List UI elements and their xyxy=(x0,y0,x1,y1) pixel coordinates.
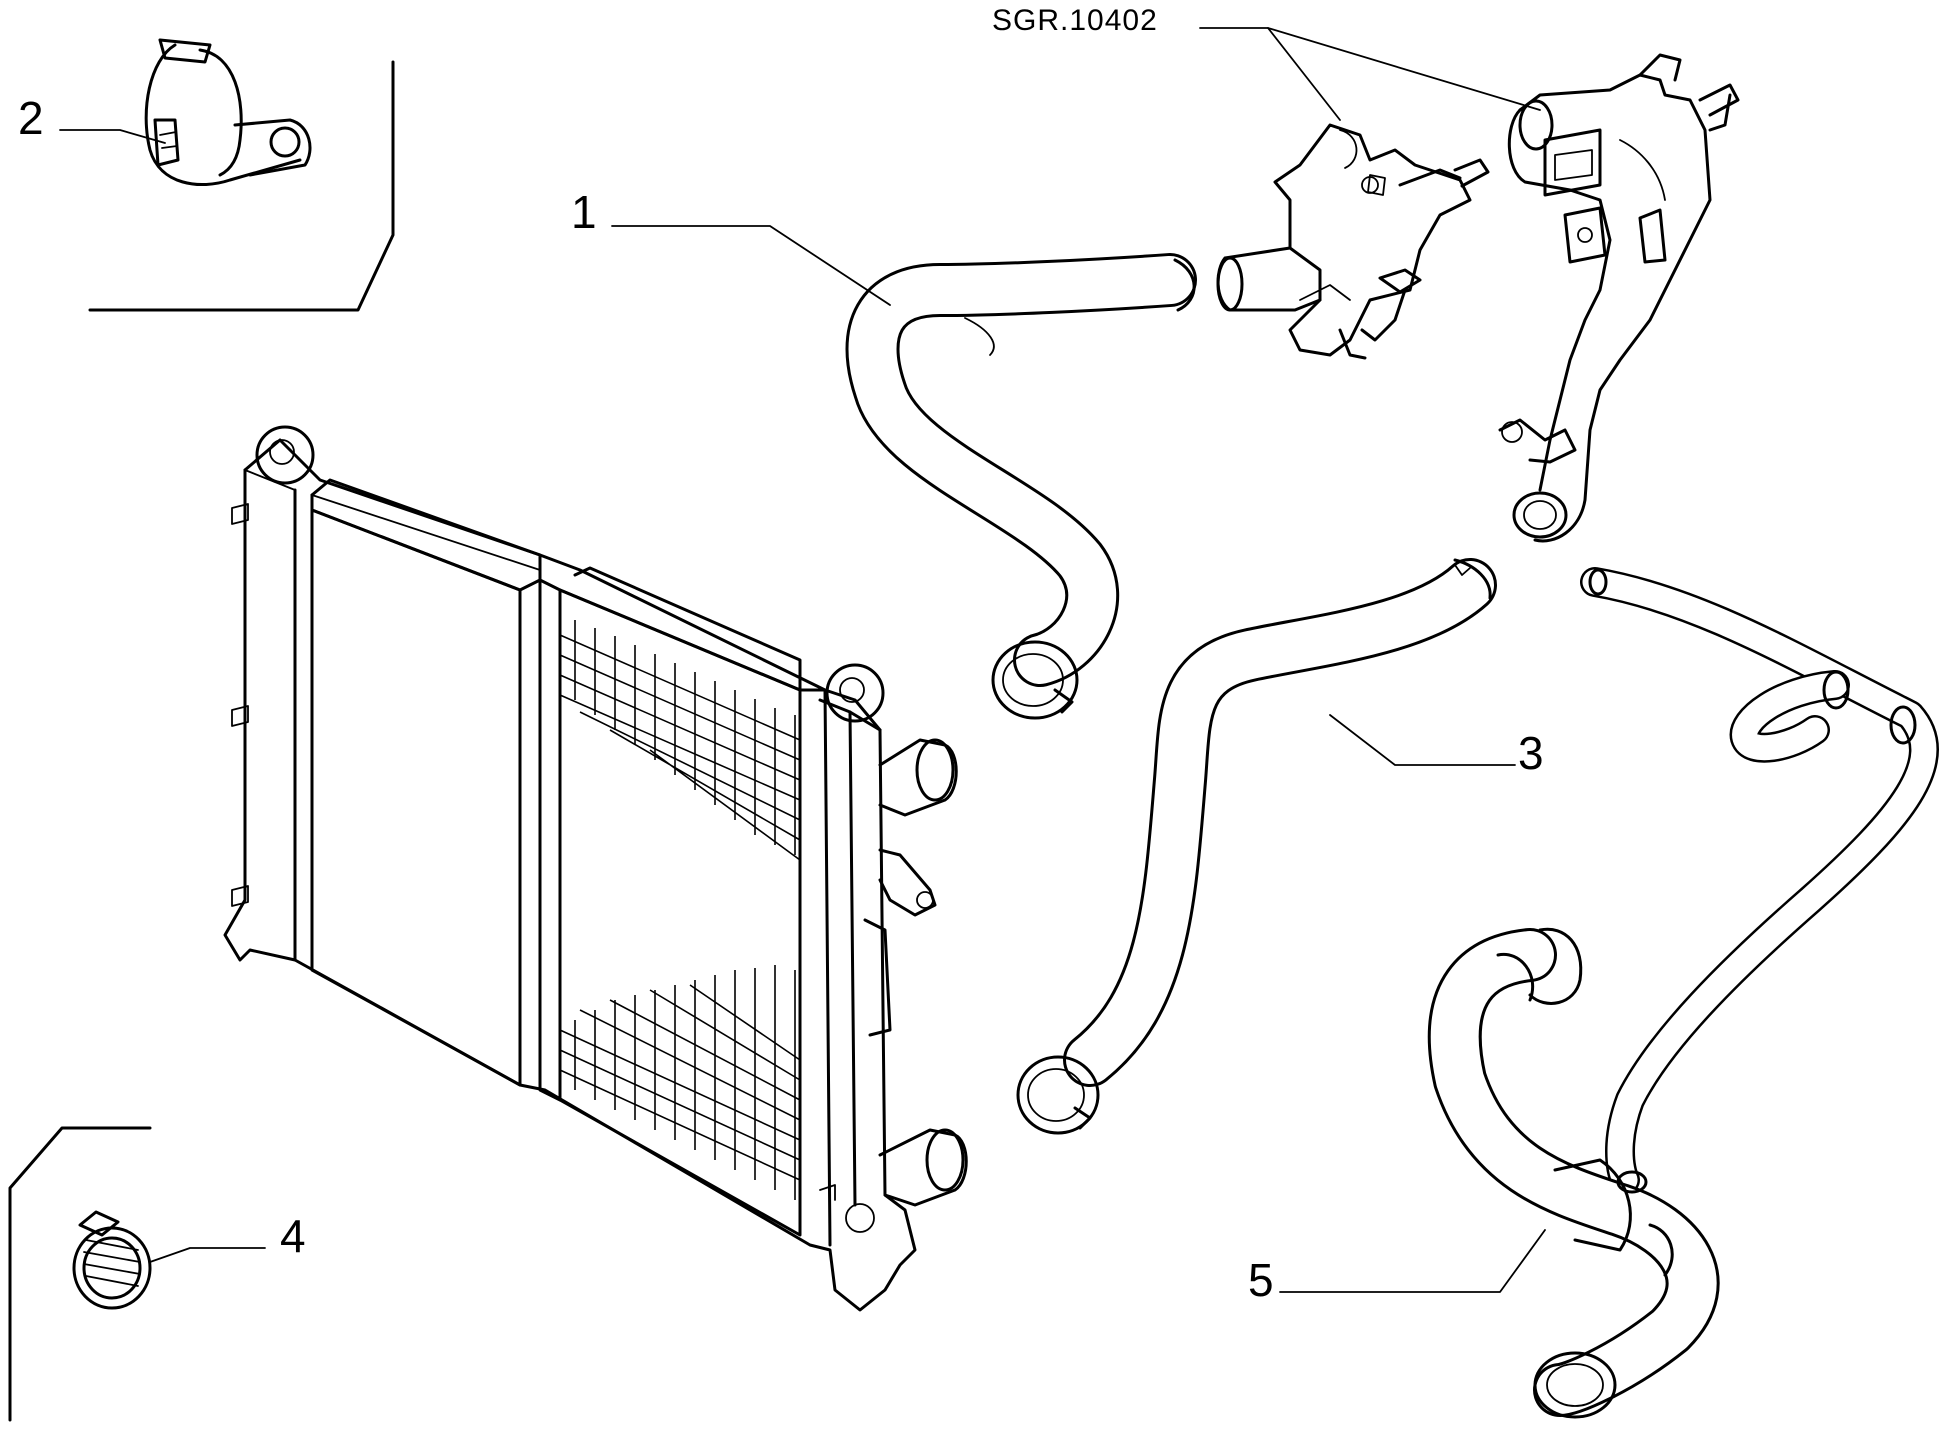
part-5-branched-hose xyxy=(1427,567,1939,1419)
callout-4: 4 xyxy=(280,1210,306,1262)
reference-leader-lines xyxy=(1199,27,1541,121)
reference-code: SGR.10402 xyxy=(992,4,1158,37)
callout-2: 2 xyxy=(18,92,44,144)
callout-leaders xyxy=(59,129,1546,1293)
callout-5: 5 xyxy=(1248,1254,1274,1306)
radiator-core-mesh-lower xyxy=(559,965,801,1200)
radiator-core-mesh-upper xyxy=(559,620,801,861)
water-outlet-pipe xyxy=(1498,53,1740,543)
part-2-clip xyxy=(88,38,395,312)
part-4-hose-clamp xyxy=(8,1126,152,1422)
part-3-lower-hose xyxy=(1016,558,1497,1135)
thermostat-housing xyxy=(1216,123,1490,360)
callout-1: 1 xyxy=(571,186,597,238)
part-1-upper-hose xyxy=(845,253,1197,720)
callout-3: 3 xyxy=(1518,727,1544,779)
radiator xyxy=(223,425,968,1312)
